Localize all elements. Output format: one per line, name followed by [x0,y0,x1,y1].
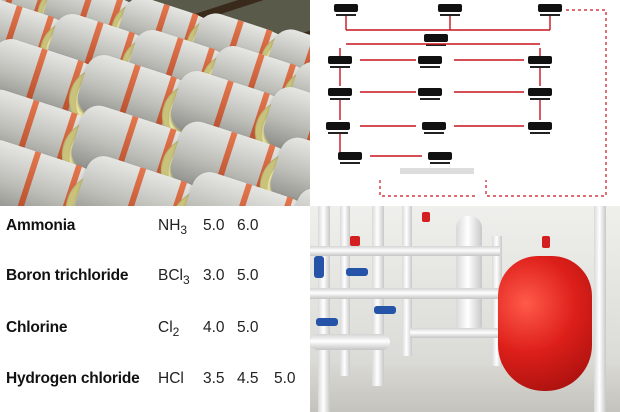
diagram-icon-base [420,66,440,68]
gas-formula: Cl2 [158,319,180,339]
diagram-icon [338,152,362,160]
gas-row: Chlorine Cl2 4.0 5.0 [6,319,306,345]
gas-name: Chlorine [6,319,68,336]
diagram-icon [538,4,562,12]
diagram-icon-base [420,98,440,100]
pipe [594,206,606,412]
red-valve [350,236,360,246]
diagram-icon [438,4,462,12]
diagram-icon [328,88,352,96]
gas-cylinders-photo [0,0,310,206]
diagram-label-block [400,168,474,174]
pipe [402,206,412,356]
purity-grade: 3.5 [203,370,225,387]
diagram-icon-base [430,162,450,164]
diagram-icon [428,152,452,160]
diagram-icon [418,88,442,96]
gas-formula: HCl [158,370,184,387]
blue-valve [316,318,338,326]
pipe [310,334,390,350]
diagram-icon-base [530,66,550,68]
purity-grade: 6.0 [237,217,259,234]
diagram-icon [328,56,352,64]
diagram-icon-base [330,98,350,100]
blue-valve [314,256,324,278]
purity-grade: 5.0 [274,370,296,387]
purity-grade: 5.0 [203,217,225,234]
purity-grade: 5.0 [237,319,259,336]
diagram-icon [326,122,350,130]
diagram-icon [334,4,358,12]
blue-valve [346,268,368,276]
diagram-icon-base [330,66,350,68]
pipe [310,246,500,256]
diagram-icon [422,122,446,130]
diagram-icon [528,56,552,64]
boiler-room-photo [310,206,620,412]
purity-grade: 4.0 [203,319,225,336]
tank-white [456,216,482,336]
pipe [492,236,502,366]
diagram-icon [528,88,552,96]
diagram-icon [418,56,442,64]
gas-formula: BCl3 [158,267,190,287]
pipe [410,328,520,338]
diagram-icon-base [530,98,550,100]
diagram-icon [528,122,552,130]
gas-purity-table: Ammonia NH3 5.0 6.0 Boron trichloride BC… [0,206,310,412]
diagram-icon-base [530,132,550,134]
diagram-icon-base [540,14,560,16]
purity-grade: 4.5 [237,370,259,387]
diagram-return-path [485,9,607,197]
supply-chain-diagram-svg [326,4,607,197]
diagram-return-path [379,180,478,197]
diagram-icon-base [328,132,348,134]
diagram-icon [424,34,448,42]
gas-name: Boron trichloride [6,267,129,284]
red-valve [422,212,430,222]
purity-grade: 3.0 [203,267,225,284]
pipe [318,206,330,412]
diagram-icon-base [336,14,356,16]
supply-chain-diagram [310,0,620,206]
diagram-icon-base [340,162,360,164]
red-valve [542,236,550,248]
diagram-icon-base [426,44,446,46]
gas-row: Hydrogen chloride HCl 3.5 4.5 5.0 [6,370,306,396]
red-expansion-tank [498,256,592,391]
gas-row: Ammonia NH3 5.0 6.0 [6,217,306,243]
blue-valve [374,306,396,314]
diagram-icon-base [424,132,444,134]
pipe [310,288,510,299]
gas-formula: NH3 [158,217,188,237]
gas-name: Hydrogen chloride [6,370,140,387]
gas-row: Boron trichloride BCl3 3.0 5.0 [6,267,306,293]
gas-name: Ammonia [6,217,76,234]
diagram-icon-base [440,14,460,16]
purity-grade: 5.0 [237,267,259,284]
